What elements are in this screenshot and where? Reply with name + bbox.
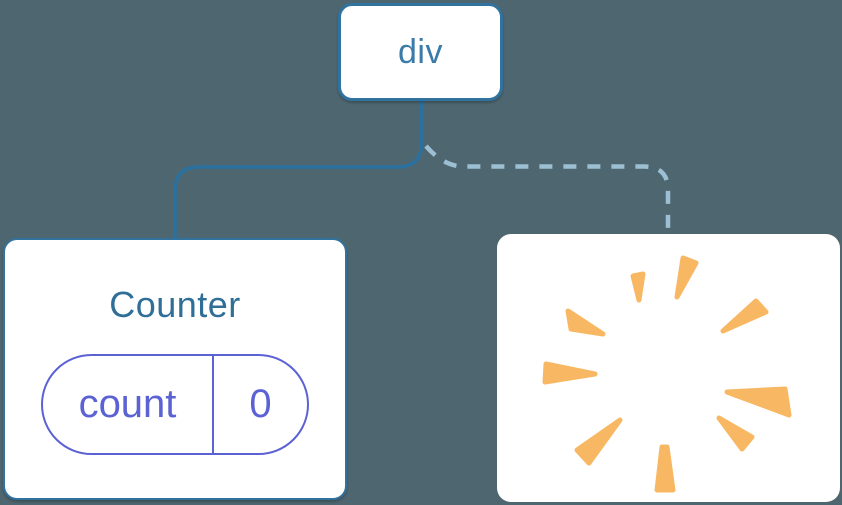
state-pill: count 0 bbox=[41, 354, 309, 455]
tree-node-removed bbox=[497, 234, 840, 502]
edge-solid-div-to-counter bbox=[173, 100, 424, 241]
state-value-label: 0 bbox=[212, 356, 307, 453]
tree-node-counter: Counter count 0 bbox=[3, 238, 347, 500]
state-key-label: count bbox=[78, 382, 177, 426]
counter-title: Counter bbox=[109, 284, 241, 325]
tree-node-div: div bbox=[338, 3, 503, 101]
edge-dashed-div-to-removed bbox=[424, 144, 671, 235]
div-node-label: div bbox=[398, 32, 443, 71]
poof-icon bbox=[542, 255, 792, 493]
